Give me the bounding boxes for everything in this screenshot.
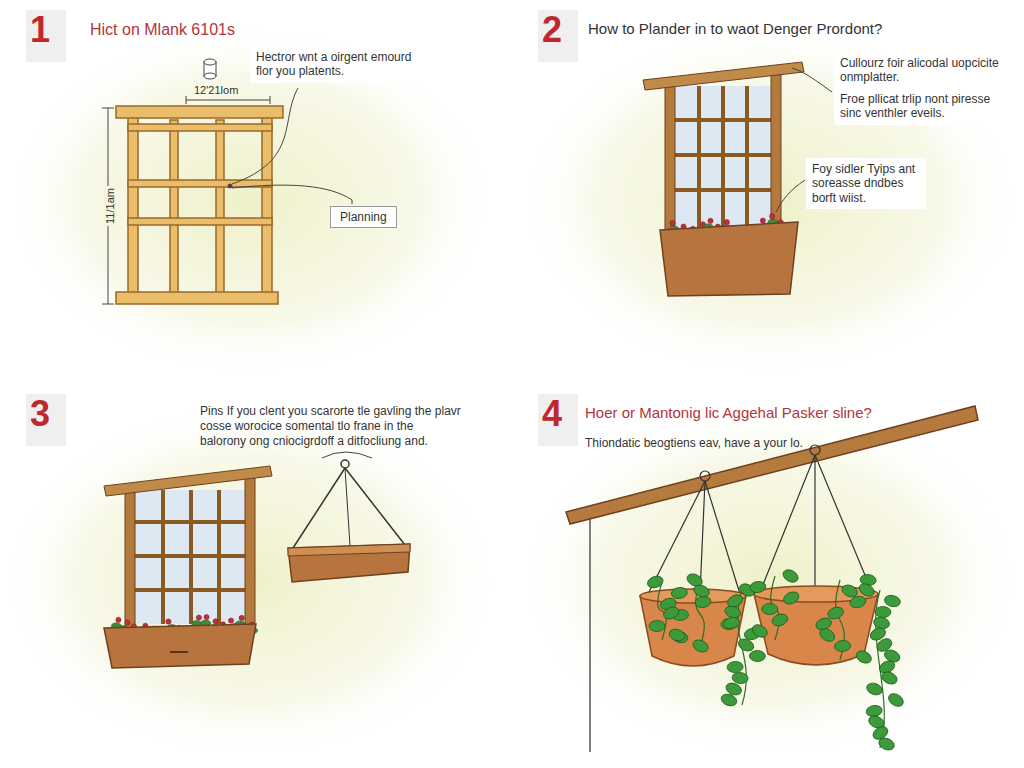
- cylinder-icon: [204, 59, 216, 79]
- step-panel: Cullourz foir alicodal uopcicite onmplat…: [512, 0, 1024, 384]
- dimension-label: 11/1am: [104, 186, 116, 226]
- callout-box: Foy sidler Tyips ant soreasse dndbes bor…: [806, 158, 926, 209]
- step-panel: 4 Hoer or Mantonig lic Aggehal Pasker sli…: [512, 384, 1024, 768]
- trellis-frame: [116, 106, 283, 304]
- dimension-line: [102, 96, 270, 304]
- background-glow: [525, 405, 1015, 755]
- step-number: 1: [30, 12, 50, 48]
- step-heading: Hict on Mlank 6101s: [90, 20, 390, 40]
- step-number: 4: [542, 396, 562, 432]
- step-heading: Hoer or Mantonig lic Aggehal Pasker slin…: [585, 404, 1005, 423]
- planter-box: [660, 222, 798, 296]
- window-frame: [104, 466, 272, 629]
- callout-box: Planning: [330, 206, 397, 228]
- number-tile: [538, 10, 578, 62]
- callout-box: Froe pllicat trlip nont piresse sinc ven…: [834, 88, 1006, 125]
- step-note: Thiondatic beogtiens eav, have a your lo…: [585, 436, 825, 451]
- step-number: 3: [30, 396, 50, 432]
- number-tile: [26, 10, 66, 62]
- callout-text: Froe pllicat trlip nont piresse sinc ven…: [840, 92, 1000, 121]
- callout-text: Planning: [340, 210, 387, 224]
- wooden-beam: [566, 406, 978, 524]
- number-tile: [538, 394, 578, 446]
- step-panel: Hectror wnt a oirgent emourd flor you pl…: [0, 0, 512, 384]
- callout-box: Cullourz foir alicodal uopcicite onmplat…: [834, 52, 1006, 89]
- hanging-rope: [648, 445, 872, 594]
- background-glow: [5, 405, 495, 755]
- background-glow: [10, 25, 490, 375]
- number-tile: [26, 394, 66, 446]
- leader-line: [228, 88, 352, 204]
- window-frame: [643, 62, 804, 240]
- callout-box: Hectror wnt a oirgent emourd flor you pl…: [250, 46, 428, 83]
- step-number: 2: [542, 12, 562, 48]
- planter-box: [104, 624, 256, 668]
- step-heading: Pins If you clent you scarorte tle gavli…: [200, 404, 462, 449]
- vine-leaves: [646, 567, 906, 752]
- step-panel: 3 Pins If you clent you scarorte tle gavl…: [0, 384, 512, 768]
- callout-text: Hectror wnt a oirgent emourd flor you pl…: [256, 50, 422, 79]
- hanging-box: [288, 452, 410, 582]
- wall-line: [589, 518, 591, 752]
- dimension-label: 12'21lom: [194, 84, 238, 96]
- background-glow: [525, 25, 1015, 375]
- step-heading: How to Plander in to waot Denger Prordon…: [588, 20, 1008, 39]
- callout-text: Foy sidler Tyips ant soreasse dndbes bor…: [812, 162, 920, 205]
- callout-text: Cullourz foir alicodal uopcicite onmplat…: [840, 56, 1000, 85]
